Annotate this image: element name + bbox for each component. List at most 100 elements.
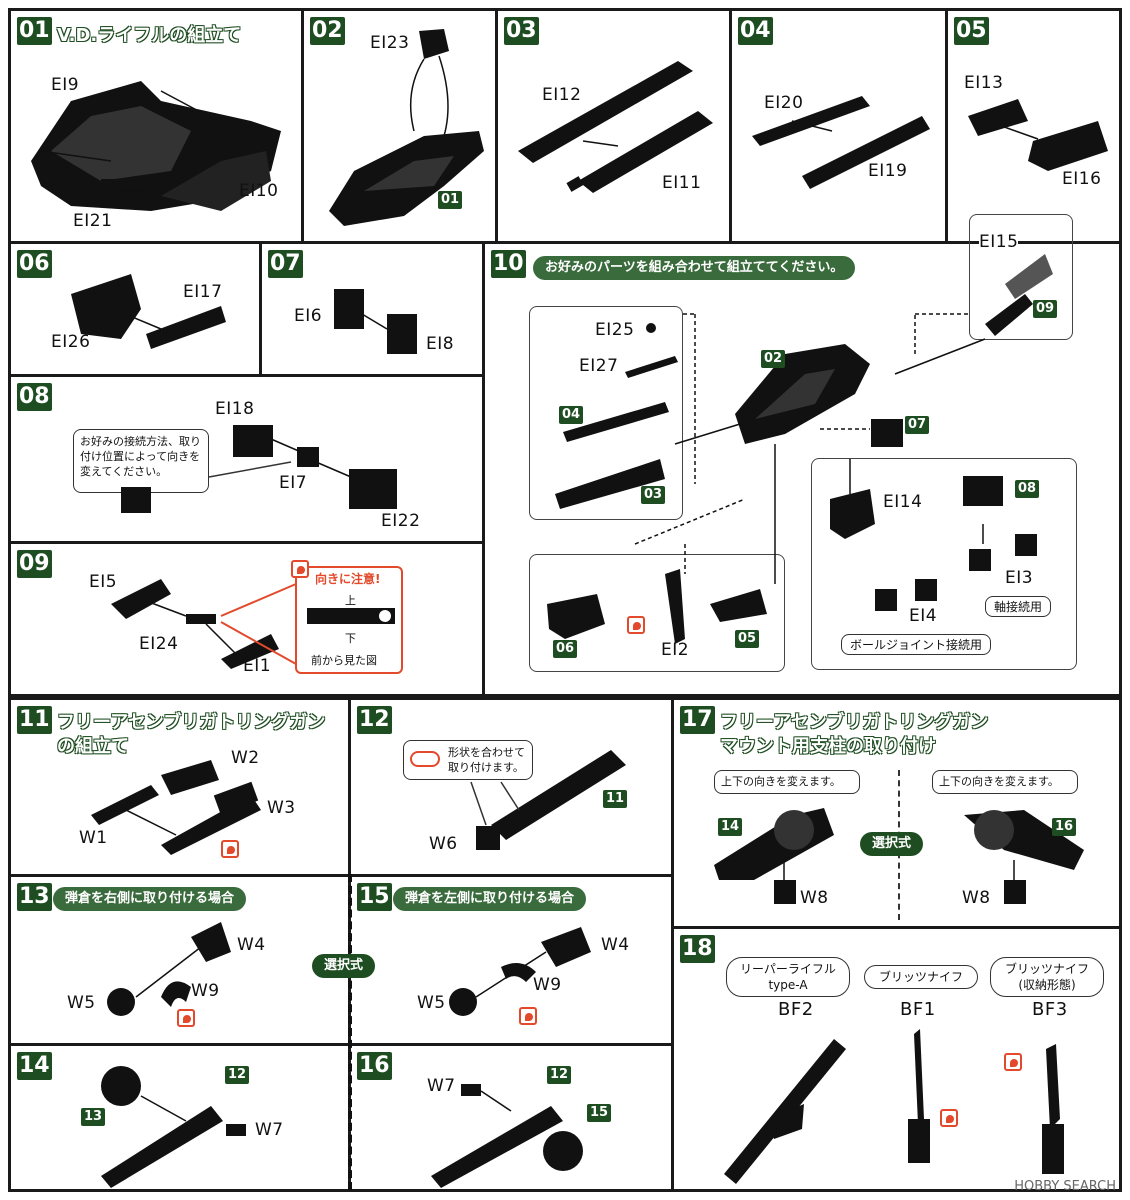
gatling-right-assembly-illustration xyxy=(101,1066,246,1188)
part-label: EI8 xyxy=(426,334,455,354)
orientation-warning-box: 向きに注意! 上 下 前から見た図 xyxy=(291,560,403,674)
step-17-panel: 17 フリーアセンブリガトリングガン マウント用支柱の取り付け 上下の向きを変え… xyxy=(671,697,1122,929)
step-ref-tag: 13 xyxy=(81,1108,106,1126)
part-label: EI19 xyxy=(868,161,908,181)
part-label: EI17 xyxy=(183,282,223,302)
step-number: 08 xyxy=(17,383,52,411)
part-label: EI7 xyxy=(279,473,308,493)
weapons-illustration xyxy=(724,1029,1064,1184)
part-label: EI18 xyxy=(215,399,255,419)
axis-connection-label: 軸接続用 xyxy=(985,596,1052,617)
step-title-line1: フリーアセンブリガトリングガン xyxy=(57,712,326,733)
step-ref-tag: 07 xyxy=(905,416,930,434)
part-label: EI10 xyxy=(239,181,279,201)
magazine-right-illustration xyxy=(107,922,231,1016)
step-07-panel: 07 EI6 EI8 xyxy=(259,241,485,377)
step-number: 09 xyxy=(17,550,52,578)
step-number: 07 xyxy=(268,250,303,278)
step-ref-tag: 16 xyxy=(1052,818,1077,836)
warning-icon xyxy=(291,560,309,578)
part-label: W4 xyxy=(601,935,630,955)
gatling-left-assembly-illustration xyxy=(431,1084,583,1188)
part-label: EI14 xyxy=(883,492,923,512)
step-12-panel: 12 形状を合わせて取り付けます。 W6 11 xyxy=(348,697,674,877)
step-number: 02 xyxy=(310,17,345,45)
sight-illustration xyxy=(111,579,297,669)
step-ref-tag: 14 xyxy=(718,818,743,836)
caution-icon xyxy=(1004,1053,1022,1071)
part-label: EI16 xyxy=(1062,169,1102,189)
step-13-panel: 13 弾倉を右側に取り付ける場合 W4 W5 W9 xyxy=(8,874,351,1046)
part-label: EI25 xyxy=(595,320,635,340)
caution-icon xyxy=(221,840,239,858)
part-label: EI3 xyxy=(1005,568,1034,588)
step-14-panel: 14 13 12 W7 xyxy=(8,1043,351,1192)
step-number: 03 xyxy=(504,17,539,45)
part-label: W9 xyxy=(533,975,562,995)
step-number: 11 xyxy=(17,706,52,734)
part-label: BF3 xyxy=(1032,999,1068,1020)
grip-options-group xyxy=(529,554,785,672)
part-label: W5 xyxy=(67,993,96,1013)
part-label: W2 xyxy=(231,748,260,768)
barrel-extension-illustration xyxy=(752,96,930,189)
part-label: EI13 xyxy=(964,73,1004,93)
step-ref-tag: 11 xyxy=(603,790,628,808)
step-number: 18 xyxy=(680,935,715,963)
warning-title: 向きに注意! xyxy=(315,572,381,586)
part-label: EI20 xyxy=(764,93,804,113)
item-name-box: リーパーライフル type-A xyxy=(726,957,850,997)
warning-down-label: 下 xyxy=(345,632,356,645)
step-title-line1: フリーアセンブリガトリングガン xyxy=(720,712,989,733)
rifle-body-illustration xyxy=(31,81,281,211)
step-title-line2: の組立て xyxy=(57,736,129,757)
barrel-options-group xyxy=(529,306,683,520)
step-01-panel: 01 V.D.ライフルの組立て EI9 EI21 EI10 xyxy=(8,8,304,244)
barrel-illustration xyxy=(518,61,713,193)
combination-diagram xyxy=(547,254,1053,644)
step-ref-tag: 02 xyxy=(761,350,786,368)
step-number: 04 xyxy=(738,17,773,45)
part-label: EI27 xyxy=(579,356,619,376)
front-view-diagram xyxy=(307,608,395,624)
gatling-barrel-illustration xyxy=(410,750,626,850)
step-11-panel: 11 フリーアセンブリガトリングガン の組立て W2 W3 W1 xyxy=(8,697,351,877)
select-option-badge: 選択式 xyxy=(860,832,924,856)
part-label: BF1 xyxy=(900,999,936,1020)
step-03-panel: 03 EI12 EI11 xyxy=(495,8,732,244)
mount-illustration xyxy=(714,808,1084,904)
step-option-pill: 弾倉を右側に取り付ける場合 xyxy=(53,887,247,911)
step-10-panel: 10 お好みのパーツを組み合わせて組立ててください。 xyxy=(482,214,1122,697)
step-ref-tag: 08 xyxy=(1015,480,1040,498)
step-05-panel: 05 EI13 EI16 xyxy=(945,8,1122,244)
step-number: 14 xyxy=(17,1052,52,1080)
item-name-line1: ブリッツナイフ xyxy=(878,970,963,984)
caution-icon xyxy=(177,1009,195,1027)
part-label: EI26 xyxy=(51,332,91,352)
step-15-panel: 15 弾倉を左側に取り付ける場合 W4 W5 W9 xyxy=(348,874,674,1046)
adapter-illustration xyxy=(334,289,417,354)
step-instruction-pill: お好みのパーツを組み合わせて組立ててください。 xyxy=(533,256,856,280)
part-label: W3 xyxy=(267,798,296,818)
item-name-box: ブリッツナイフ (収納形態) xyxy=(990,957,1104,997)
item-name-line1: ブリッツナイフ xyxy=(1004,962,1089,976)
part-label: EI12 xyxy=(542,85,582,105)
part-label: W5 xyxy=(417,993,446,1013)
step-number: 06 xyxy=(17,250,52,278)
step-number: 12 xyxy=(357,706,392,734)
part-label: EI24 xyxy=(139,634,179,654)
warning-up-label: 上 xyxy=(345,594,356,607)
part-label: EI2 xyxy=(661,640,690,660)
part-label: EI22 xyxy=(381,511,421,531)
part-label: EI5 xyxy=(89,572,118,592)
grip-illustration xyxy=(71,274,226,349)
part-label: W8 xyxy=(800,888,829,908)
step-ref-tag: 15 xyxy=(587,1104,612,1122)
step-02-panel: 02 EI23 01 xyxy=(301,8,498,244)
caution-icon xyxy=(940,1109,958,1127)
part-label: W8 xyxy=(962,888,991,908)
step-option-pill: 弾倉を左側に取り付ける場合 xyxy=(393,887,587,911)
warning-caption: 前から見た図 xyxy=(311,654,377,667)
rifle-assembly-illustration xyxy=(329,29,484,226)
